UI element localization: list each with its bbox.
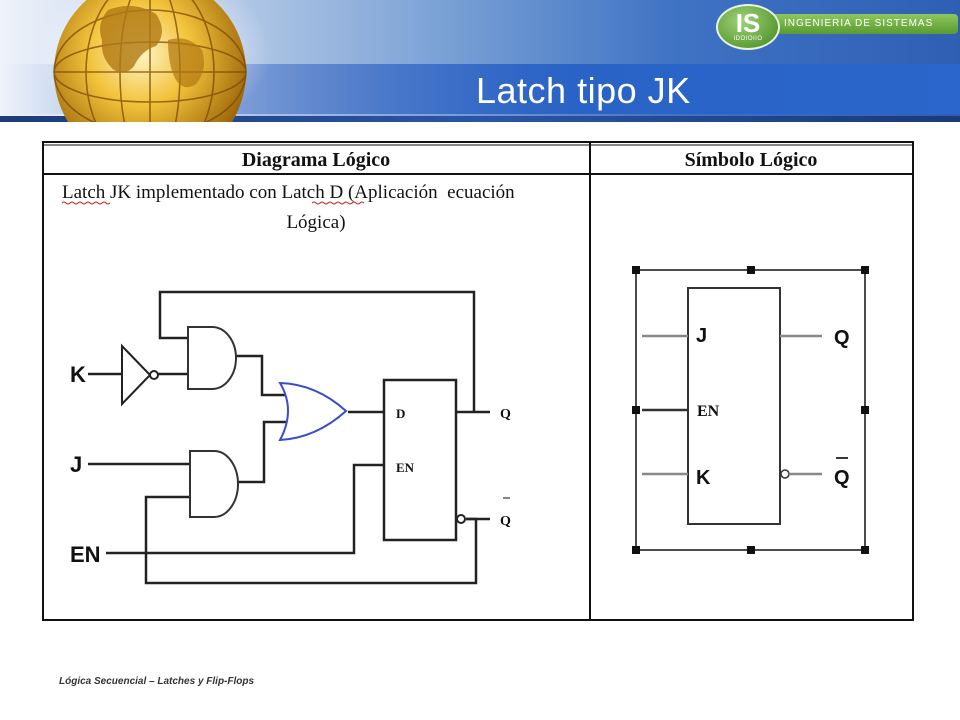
d-latch-box: [382, 378, 458, 542]
globe-icon: [36, 0, 272, 122]
header-simbolo-logico: Símbolo Lógico: [685, 149, 818, 171]
input-j-label: J: [70, 452, 82, 477]
logic-labels: K J EN D EN Q Q: [70, 362, 511, 567]
symbol-pin-qbar: Q: [834, 467, 850, 489]
and-gate-lower: [189, 450, 239, 518]
caption-line-1: Latch JK implementado con Latch D (Aplic…: [62, 182, 515, 203]
table-frame: [42, 141, 914, 621]
latch-figure: Diagrama Lógico Símbolo Lógico Latch JK …: [42, 141, 914, 621]
logo-badge-sub: IDOIOIIO: [733, 36, 763, 42]
symbol-pins: [642, 334, 822, 476]
not-gate: [121, 343, 159, 407]
wires: [88, 290, 490, 585]
header-diagrama-logico: Diagrama Lógico: [242, 149, 390, 171]
logic-diagram: [88, 290, 490, 585]
logo-badge-text: IS: [735, 8, 761, 38]
logo-badge: IS IDOIOIIO: [716, 4, 780, 50]
output-q-label: Q: [500, 407, 511, 422]
output-qbar-label: Q: [500, 514, 511, 529]
latch-pin-d: D: [396, 406, 405, 421]
caption-line-2: Lógica): [286, 212, 345, 233]
brand-logo: INGENIERIA DE SISTEMAS IS IDOIOIIO: [716, 2, 958, 50]
logic-symbol: [632, 266, 869, 554]
symbol-pin-j: J: [696, 325, 707, 347]
input-en-label: EN: [70, 542, 101, 567]
header-rule: [0, 116, 960, 122]
inverted-output-bubble: [456, 514, 466, 524]
slide-footer: Lógica Secuencial – Latches y Flip-Flops: [59, 676, 255, 687]
symbol-pin-q: Q: [834, 327, 850, 349]
symbol-pin-k: K: [696, 467, 711, 489]
selection-handles: [632, 266, 869, 554]
and-gate-upper: [187, 326, 237, 390]
latch-pin-en: EN: [396, 460, 415, 475]
symbol-pin-en: EN: [697, 403, 720, 420]
slide-title: Latch tipo JK: [476, 70, 691, 111]
logo-name: INGENIERIA DE SISTEMAS: [784, 18, 934, 29]
symbol-labels: J EN K Q Q: [696, 325, 850, 489]
or-gate: [278, 381, 348, 442]
spellcheck-underline: [311, 201, 365, 205]
slide-header: Latch tipo JK INGENIERIA DE SISTEMAS IS …: [0, 0, 960, 122]
spellcheck-underline: [61, 201, 111, 205]
symbol-inverted-bubble: [780, 469, 790, 479]
input-k-label: K: [70, 362, 86, 387]
symbol-latch-box: [687, 287, 781, 525]
logo-bar: INGENIERIA DE SISTEMAS: [770, 14, 958, 34]
